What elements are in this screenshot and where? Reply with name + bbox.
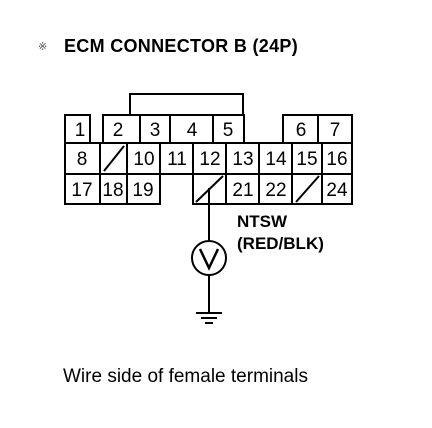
connector-title: ECM CONNECTOR B (24P) [64, 36, 298, 56]
section-marker: ※ [38, 41, 48, 53]
pin-label-3: 3 [150, 120, 161, 141]
pin-label-22: 22 [265, 180, 286, 201]
diagram-caption: Wire side of female terminals [63, 366, 308, 387]
pin-label-11: 11 [167, 149, 187, 170]
pin-label-8: 8 [77, 149, 88, 170]
pin-label-6: 6 [296, 120, 307, 141]
pin-label-7: 7 [330, 120, 341, 141]
pin-label-5: 5 [223, 120, 234, 141]
pin-label-12: 12 [199, 149, 220, 170]
pin-label-2: 2 [113, 120, 124, 141]
connector-row-2: 8 10 11 12 13 14 15 16 [64, 142, 353, 175]
pin-label-14: 14 [265, 149, 287, 170]
pin-label-17: 17 [71, 180, 92, 201]
probe-wire-color-label: (RED/BLK) [237, 234, 324, 253]
pin-label-4: 4 [187, 120, 198, 141]
connector-row-1: 1 2 3 4 5 6 7 [64, 114, 353, 144]
connector-lock-tab [129, 93, 244, 115]
pin-23-unused-slash [295, 175, 320, 203]
pin-9-unused-slash [103, 145, 125, 172]
connector-row-3-left [64, 173, 161, 205]
probe-signal-label: NTSW [237, 212, 288, 231]
pin-label-10: 10 [133, 149, 154, 170]
pin-label-24: 24 [326, 180, 348, 201]
pin-label-13: 13 [232, 149, 253, 170]
ground-icon [196, 312, 222, 324]
voltmeter-v-glyph [198, 248, 220, 271]
connector-row-3: 17 18 19 21 22 24 [64, 173, 353, 205]
pin-label-16: 16 [326, 149, 347, 170]
pin-label-21: 21 [232, 180, 253, 201]
voltmeter-circuit [191, 188, 227, 324]
pin-label-15: 15 [296, 149, 317, 170]
pin-label-18: 18 [102, 180, 123, 201]
connector-row-3-right [192, 173, 353, 205]
pin-label-1: 1 [75, 120, 86, 141]
pin-label-19: 19 [132, 180, 153, 201]
